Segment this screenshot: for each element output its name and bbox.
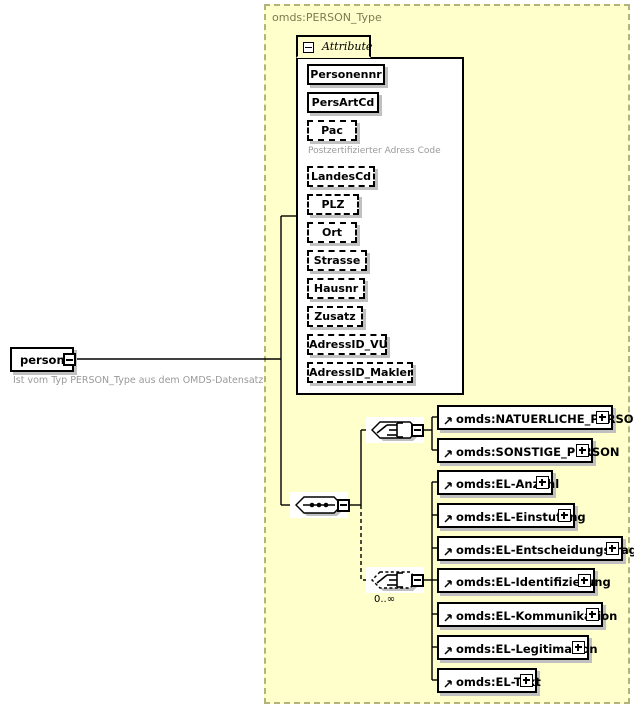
element-ref-el-text[interactable]: omds:EL-Text [437, 668, 541, 693]
element-ref-label: omds:EL-Kommunikation [456, 609, 618, 623]
expand-icon[interactable] [576, 444, 589, 457]
reference-arrow-icon [444, 417, 452, 425]
element-ref-el-entscheidungsfrage[interactable]: omds:EL-Entscheidungsfrage [437, 536, 634, 561]
attribute-zusatz[interactable]: Zusatz [307, 306, 363, 327]
attribute-landescd[interactable]: LandesCd [307, 166, 375, 187]
element-person-label: person [20, 353, 65, 367]
attribute-adressid-vu[interactable]: AdressID_VU [307, 334, 388, 355]
attribute-adressid-makler[interactable]: AdressID_Makler [307, 362, 413, 383]
element-ref-label: omds:EL-Legitimation [456, 642, 598, 656]
element-ref-label: omds:EL-Entscheidungsfrage [456, 543, 634, 557]
attribute-tab[interactable]: Attribute [296, 35, 373, 58]
expand-icon[interactable] [578, 574, 591, 587]
compositor-choice-person[interactable] [366, 417, 424, 443]
attribute-pac-annotation: Postzertifizierter Adress Code [308, 146, 441, 156]
compositor-choice-person-collapse-icon[interactable] [411, 423, 424, 437]
compositor-choice-el-cardinality: 0..∞ [374, 594, 396, 605]
element-ref-label: omds:EL-Einstufung [456, 510, 586, 524]
expand-icon[interactable] [536, 476, 549, 489]
element-ref-sonstige-person[interactable]: omds:SONSTIGE_PERSON [437, 438, 620, 463]
element-ref-label: omds:EL-Anzahl [456, 477, 560, 491]
element-ref-el-anzahl[interactable]: omds:EL-Anzahl [437, 470, 559, 495]
reference-arrow-icon [444, 548, 452, 556]
element-ref-label: omds:SONSTIGE_PERSON [456, 445, 620, 459]
element-ref-el-kommunikation[interactable]: omds:EL-Kommunikation [437, 602, 617, 627]
expand-icon[interactable] [596, 411, 609, 424]
element-ref-label: omds:NATUERLICHE_PERSON [456, 412, 634, 426]
attribute-strasse[interactable]: Strasse [307, 250, 367, 271]
reference-arrow-icon [444, 482, 452, 490]
expand-icon[interactable] [606, 542, 619, 555]
complextype-title: omds:PERSON_Type [272, 11, 382, 24]
element-ref-label: omds:EL-Identifizierung [456, 575, 611, 589]
element-ref-el-einstufung[interactable]: omds:EL-Einstufung [437, 503, 586, 528]
reference-arrow-icon [444, 450, 452, 458]
attribute-ort[interactable]: Ort [307, 222, 357, 243]
attribute-pac[interactable]: Pac [307, 120, 357, 141]
attribute-personennr[interactable]: Personennr [307, 64, 385, 85]
expand-icon[interactable] [520, 674, 533, 687]
element-person-annotation: Ist vom Typ PERSON_Type aus dem OMDS-Dat… [13, 375, 264, 386]
reference-arrow-icon [444, 580, 452, 588]
attribute-hausnr[interactable]: Hausnr [307, 278, 365, 299]
attribute-collapse-icon[interactable] [303, 42, 314, 53]
reference-arrow-icon [444, 680, 452, 688]
element-person-collapse-icon[interactable] [63, 353, 76, 366]
element-ref-el-legitimation[interactable]: omds:EL-Legitimation [437, 635, 598, 660]
compositor-choice-el-collapse-icon[interactable] [411, 573, 424, 587]
attribute-persartcd[interactable]: PersArtCd [307, 92, 379, 113]
element-ref-el-identifizierung[interactable]: omds:EL-Identifizierung [437, 568, 611, 593]
reference-arrow-icon [444, 515, 452, 523]
compositor-sequence-collapse-icon[interactable] [337, 498, 350, 512]
expand-icon[interactable] [586, 608, 599, 621]
attribute-tab-label: Attribute [322, 40, 373, 53]
reference-arrow-icon [444, 647, 452, 655]
element-ref-label: omds:EL-Text [456, 675, 541, 689]
reference-arrow-icon [444, 614, 452, 622]
expand-icon[interactable] [558, 509, 571, 522]
element-ref-natuerliche-person[interactable]: omds:NATUERLICHE_PERSON [437, 405, 634, 430]
attribute-plz[interactable]: PLZ [307, 194, 359, 215]
expand-icon[interactable] [572, 641, 585, 654]
